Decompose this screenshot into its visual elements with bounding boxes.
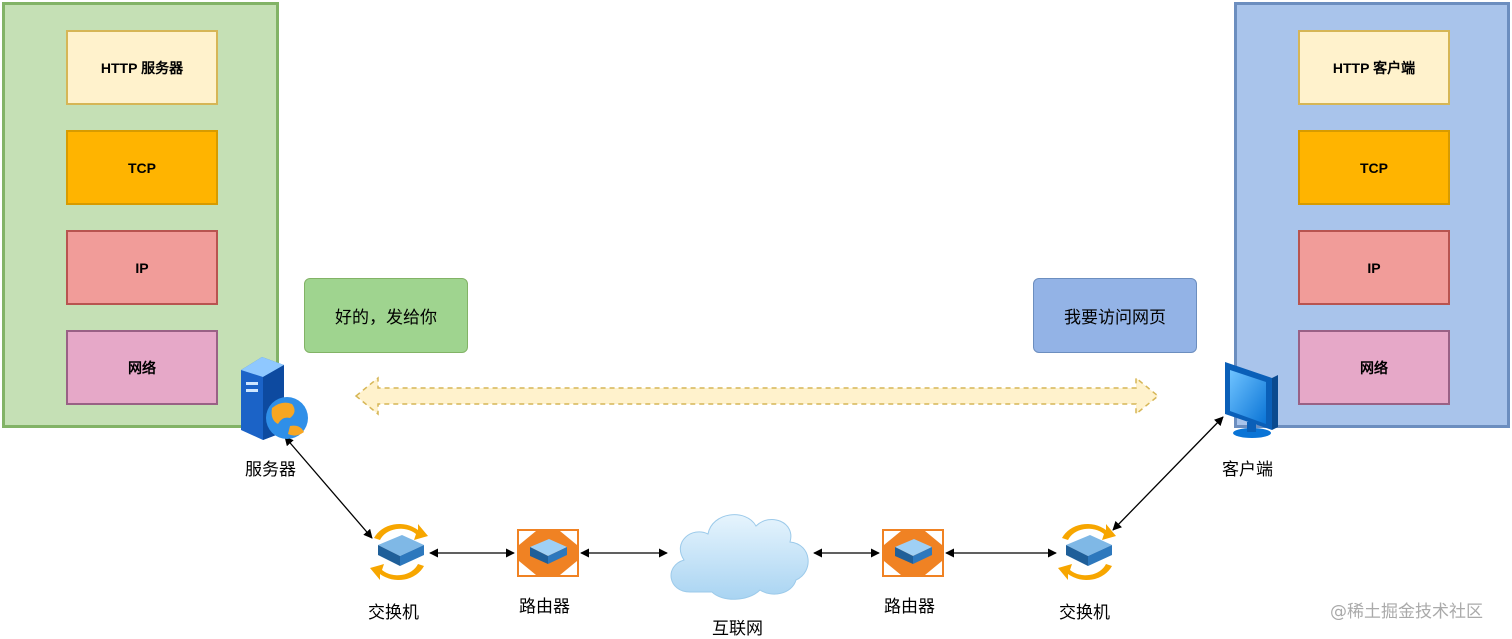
server-layer-tcp: TCP bbox=[66, 130, 218, 205]
client-layer-network: 网络 bbox=[1298, 330, 1450, 405]
client-layer-http: HTTP 客户端 bbox=[1298, 30, 1450, 105]
server-label: 服务器 bbox=[245, 460, 296, 480]
server-globe-icon bbox=[241, 357, 308, 440]
router-icon-right bbox=[882, 529, 944, 577]
server-layer-http: HTTP 服务器 bbox=[66, 30, 218, 105]
monitor-icon bbox=[1225, 362, 1278, 438]
switch-icon-right bbox=[1058, 523, 1116, 581]
server-stack-panel: HTTP 服务器 TCP IP 网络 bbox=[2, 2, 279, 428]
data-flow-arrow bbox=[354, 376, 1160, 416]
link-switch-client bbox=[1112, 416, 1224, 531]
internet-label: 互联网 bbox=[712, 619, 763, 639]
server-layer-ip: IP bbox=[66, 230, 218, 305]
server-layer-network: 网络 bbox=[66, 330, 218, 405]
client-layer-tcp: TCP bbox=[1298, 130, 1450, 205]
client-request-bubble: 我要访问网页 bbox=[1033, 278, 1197, 353]
client-label: 客户端 bbox=[1222, 460, 1273, 480]
router-right-label: 路由器 bbox=[884, 597, 935, 617]
link-server-switch bbox=[284, 436, 373, 539]
router-left-label: 路由器 bbox=[519, 597, 570, 617]
switch-icon-left bbox=[370, 523, 428, 581]
switch-right-label: 交换机 bbox=[1059, 603, 1110, 623]
watermark: @稀土掘金技术社区 bbox=[1330, 602, 1483, 622]
client-layer-ip: IP bbox=[1298, 230, 1450, 305]
cloud-icon bbox=[670, 514, 809, 600]
client-stack-panel: HTTP 客户端 TCP IP 网络 bbox=[1234, 2, 1510, 428]
router-icon-left bbox=[517, 529, 579, 577]
server-reply-bubble: 好的，发给你 bbox=[304, 278, 468, 353]
switch-left-label: 交换机 bbox=[368, 603, 419, 623]
